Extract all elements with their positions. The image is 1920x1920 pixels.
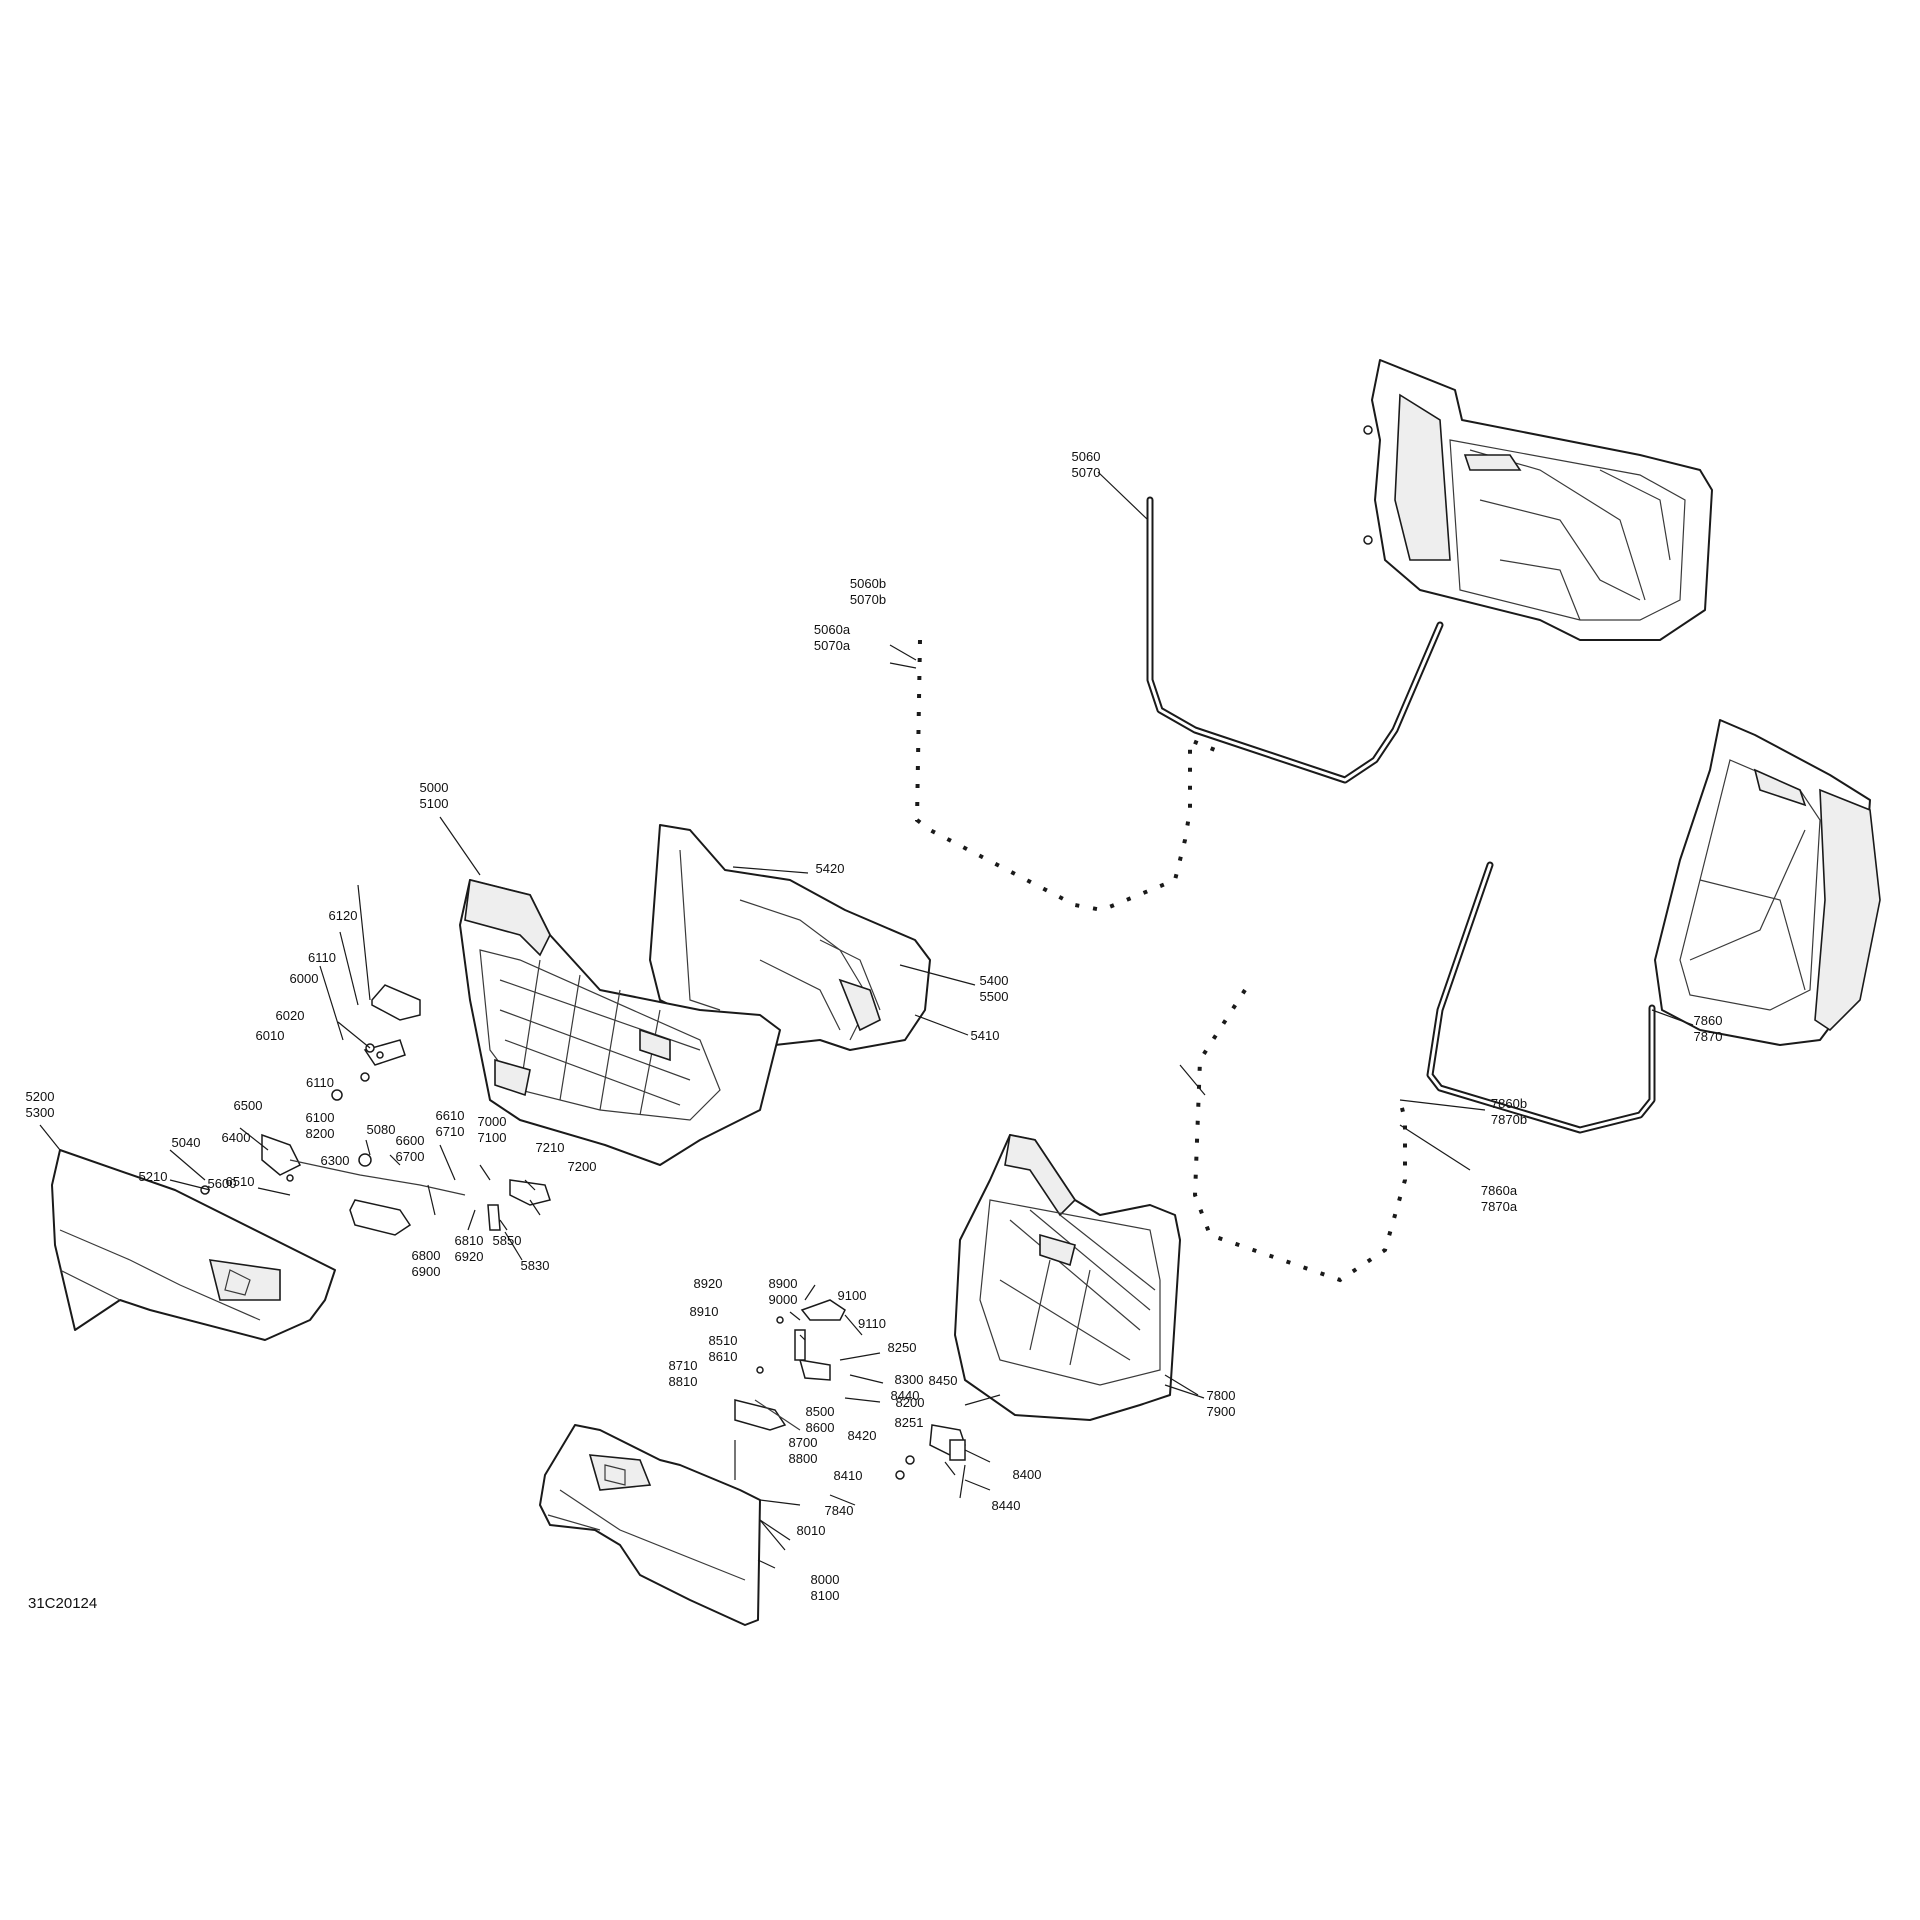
callout-9110: 9110	[858, 1316, 886, 1331]
callout-8250: 8250	[888, 1340, 917, 1355]
callout-6020: 6020	[276, 1008, 305, 1023]
callout-9100: 9100	[838, 1288, 867, 1303]
callout-5210: 5210	[139, 1169, 168, 1184]
door-seal-lower	[1426, 861, 1656, 1134]
door-frame-lower-rear	[1654, 719, 1881, 1046]
callout-6500: 6500	[234, 1098, 263, 1113]
door-frame-rear	[954, 1134, 1181, 1421]
callout-8910: 8910	[690, 1304, 719, 1319]
callout-6510: 6510	[226, 1174, 255, 1189]
callout-5410: 5410	[971, 1028, 1000, 1043]
callout-8440-a: 8440	[891, 1388, 920, 1403]
callout-8450: 8450	[929, 1373, 958, 1388]
callout-8300: 8300	[895, 1372, 924, 1387]
callout-6400: 6400	[222, 1130, 251, 1145]
leader-lines	[39, 471, 1694, 1569]
callout-6120: 6120	[329, 908, 358, 923]
assembly-dashed-paths	[914, 639, 1407, 1283]
callout-6300: 6300	[321, 1153, 350, 1168]
callout-8010: 8010	[797, 1523, 826, 1538]
front-latch-hardware	[200, 984, 551, 1236]
callout-8200: 8200	[896, 1395, 925, 1410]
callout-8410: 8410	[834, 1468, 863, 1483]
callout-5420: 5420	[816, 861, 845, 876]
inner-panel-5400	[649, 824, 931, 1051]
callout-6110-b: 6110	[306, 1075, 334, 1090]
callout-8440-b: 8440	[992, 1498, 1021, 1513]
door-frame-upper-rear	[1363, 359, 1713, 641]
callout-5040: 5040	[172, 1135, 201, 1150]
callout-8920: 8920	[694, 1276, 723, 1291]
callout-8400: 8400	[1013, 1467, 1042, 1482]
callout-7200: 7200	[568, 1159, 597, 1174]
callout-6000: 6000	[290, 971, 319, 986]
callout-6110-a: 6110	[308, 950, 336, 965]
rear-latch-hardware	[734, 1299, 966, 1480]
callout-5600: 5600	[208, 1176, 237, 1191]
door-seal-upper	[1146, 496, 1444, 784]
callout-8251: 8251	[895, 1415, 924, 1430]
callout-8420: 8420	[848, 1428, 877, 1443]
callout-6010: 6010	[256, 1028, 285, 1043]
door-frame-front	[459, 879, 781, 1166]
callout-5080: 5080	[367, 1122, 396, 1137]
callout-5830: 5830	[521, 1258, 550, 1273]
diagram-code: 31C20124	[28, 1595, 97, 1612]
callout-7210: 7210	[536, 1140, 565, 1155]
outer-panel-rear	[539, 1424, 761, 1626]
callout-7840: 7840	[825, 1503, 854, 1518]
callout-5850: 5850	[493, 1233, 522, 1248]
outer-panel-front	[51, 1149, 336, 1341]
